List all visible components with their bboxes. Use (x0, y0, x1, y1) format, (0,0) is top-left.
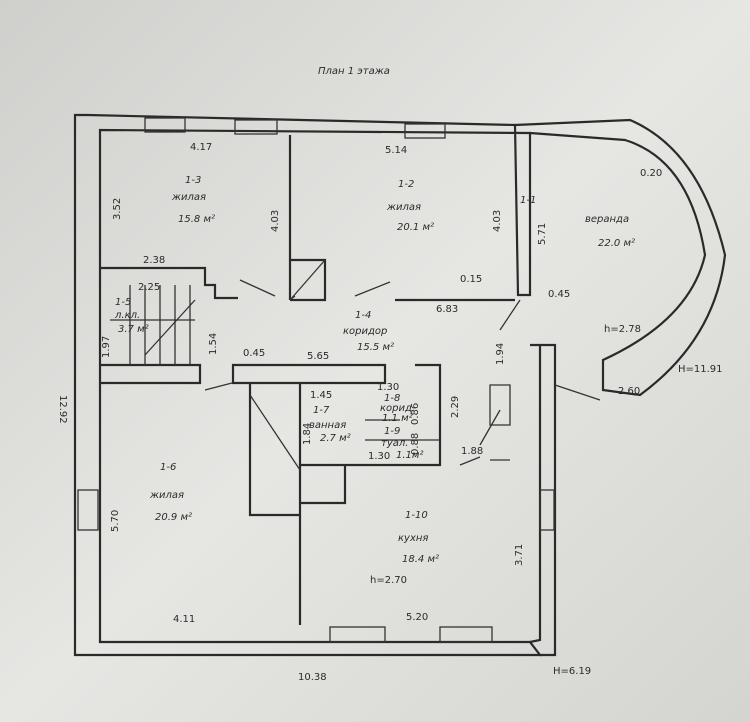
rooms-4-id: 1-5 (115, 297, 131, 308)
dimensions-d-3-71: 3.71 (514, 544, 525, 566)
rooms-7-name: корид. (380, 403, 415, 414)
rooms-6-id: 1-7 (313, 405, 330, 416)
dimensions-d-4-03b: 4.03 (492, 210, 503, 232)
plan-title: План 1 этажа (318, 66, 390, 77)
dimensions-d-0-15: 0.15 (460, 274, 482, 285)
dimensions-d-2-29: 2.29 (450, 396, 461, 418)
dimension-labels: 4.17 5.14 3.52 4.03 4.03 0.20 5.71 2.38 … (57, 142, 662, 683)
height-labels: h=2.78 h=2.70 H=11.91 H=6.19 (370, 324, 723, 677)
dimensions-d-1-30b: 1.30 (368, 451, 390, 462)
dimensions-d-0-45b: 0.45 (243, 348, 265, 359)
rooms-0-name: веранда (585, 214, 629, 225)
dimensions-d-1-45: 1.45 (310, 390, 332, 401)
rooms-4-area: 3.7 м² (118, 324, 149, 335)
rooms-2-area: 15.8 м² (178, 214, 215, 225)
dimensions-d-1-84: 1.84 (302, 423, 313, 445)
rooms-5-name: жилая (149, 490, 184, 501)
rooms-5-id: 1-6 (160, 462, 176, 473)
rooms-1-area: 20.1 м² (397, 222, 434, 233)
dimensions-d-1-94: 1.94 (495, 343, 506, 365)
rooms-2-id: 1-3 (185, 175, 201, 186)
rooms-3-name: коридор (343, 326, 387, 337)
rooms-6-area: 2.7 м² (320, 433, 351, 444)
rooms-4-name: л.кл. (114, 310, 140, 321)
dimensions-d-4-03a: 4.03 (270, 210, 281, 232)
dimensions-d-0-88: 0.88 (410, 433, 421, 455)
rooms-3-area: 15.5 м² (357, 342, 394, 353)
rooms-7-area: 1.1 м² (382, 413, 413, 424)
rooms-5-area: 20.9 м² (155, 512, 192, 523)
room-labels: 1-1 веранда 22.0 м² 1-2 жилая 20.1 м² 1-3 жил… (114, 175, 635, 565)
rooms-9-id: 1-10 (405, 510, 428, 521)
dimensions-d-5-71: 5.71 (537, 223, 548, 245)
heights-total-bottom: H=6.19 (553, 666, 591, 677)
dimensions-d-5-20: 5.20 (406, 612, 428, 623)
dimensions-d-2-60: 2.60 (618, 386, 640, 397)
dimensions-d-1-54: 1.54 (208, 333, 219, 355)
dimensions-d-0-86: 0.86 (410, 403, 421, 425)
dimensions-d-4-11: 4.11 (173, 614, 195, 625)
dimensions-d-5-70: 5.70 (110, 510, 121, 532)
rooms-9-name: кухня (398, 533, 428, 544)
rooms-3-id: 1-4 (355, 310, 371, 321)
heights-kitchen: h=2.70 (370, 575, 407, 586)
dimensions-d-5-14: 5.14 (385, 145, 407, 156)
dimensions-d-5-65: 5.65 (307, 351, 329, 362)
dimensions-d-4-17: 4.17 (190, 142, 212, 153)
walls (73, 113, 727, 657)
rooms-2-name: жилая (171, 192, 206, 203)
dimensions-d-2-25: 2.25 (138, 282, 160, 293)
rooms-8-id: 1-9 (384, 426, 400, 437)
rooms-6-name: ванная (309, 420, 346, 431)
dimensions-d-12-92: 12.92 (57, 395, 68, 424)
rooms-8-area: 1.1м² (396, 450, 423, 461)
dimensions-d-0-45a: 0.45 (548, 289, 570, 300)
dimensions-d-2-38: 2.38 (143, 255, 165, 266)
rooms-7-id: 1-8 (384, 393, 400, 404)
rooms-0-area: 22.0 м² (598, 238, 635, 249)
dimensions-d-6-83: 6.83 (436, 304, 458, 315)
dimensions-d-10-38: 10.38 (298, 672, 327, 683)
heights-total-right: H=11.91 (678, 364, 723, 375)
heights-veranda: h=2.78 (604, 324, 641, 335)
dimensions-d-1-97: 1.97 (101, 336, 112, 358)
dimensions-d-3-52: 3.52 (112, 198, 123, 220)
rooms-8-name: туал. (381, 438, 408, 449)
rooms-0-id: 1-1 (520, 195, 536, 206)
dimensions-d-1-88: 1.88 (461, 446, 483, 457)
rooms-9-area: 18.4 м² (402, 554, 439, 565)
dimensions-d-1-30a: 1.30 (377, 382, 399, 393)
rooms-1-name: жилая (386, 202, 421, 213)
rooms-1-id: 1-2 (398, 179, 414, 190)
dimensions-d-0-20: 0.20 (640, 168, 662, 179)
